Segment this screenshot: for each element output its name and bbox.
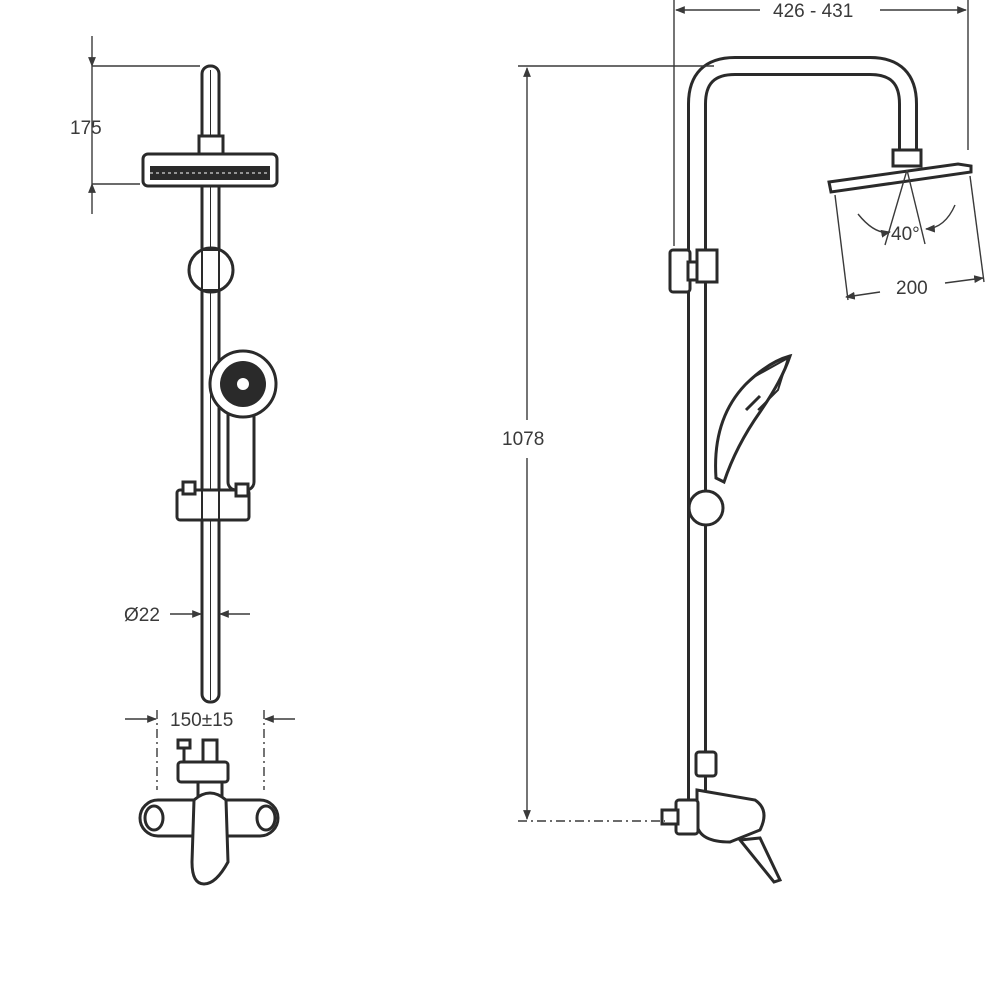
inlet-spacing-label: 150±15 bbox=[170, 710, 233, 731]
side-view: 40° 200 bbox=[502, 0, 985, 884]
arm-reach-dimension: 426 - 431 bbox=[673, 0, 969, 246]
pipe-diameter-label: Ø22 bbox=[124, 605, 160, 626]
head-width-dimension: 200 bbox=[834, 175, 985, 301]
tilt-angle-label: 40° bbox=[891, 224, 920, 245]
side-hand-shower bbox=[714, 353, 793, 485]
total-height-label: 1078 bbox=[502, 429, 544, 450]
front-slider-holder bbox=[175, 480, 251, 522]
front-head-connector bbox=[197, 134, 225, 156]
front-mixer-valve bbox=[138, 738, 280, 886]
side-lower-joint bbox=[694, 750, 718, 778]
inlet-spacing-dimension: 150±15 bbox=[125, 710, 295, 790]
pipe-diameter-dimension: Ø22 bbox=[124, 605, 250, 626]
head-drop-dimension: 175 bbox=[70, 36, 200, 214]
front-view: 175 Ø22 150±15 bbox=[70, 36, 295, 886]
side-slider-holder bbox=[687, 489, 725, 527]
side-mixer-valve bbox=[660, 788, 783, 884]
front-hand-shower bbox=[208, 349, 278, 492]
total-height-dimension: 1078 bbox=[502, 65, 714, 822]
side-rain-head bbox=[827, 148, 973, 194]
head-drop-label: 175 bbox=[70, 118, 102, 139]
tilt-angle-dimension: 40° bbox=[857, 169, 956, 246]
side-upper-bracket bbox=[668, 248, 719, 294]
front-rain-head bbox=[141, 152, 279, 188]
head-width-label: 200 bbox=[896, 278, 928, 299]
arm-reach-label: 426 - 431 bbox=[773, 1, 853, 22]
